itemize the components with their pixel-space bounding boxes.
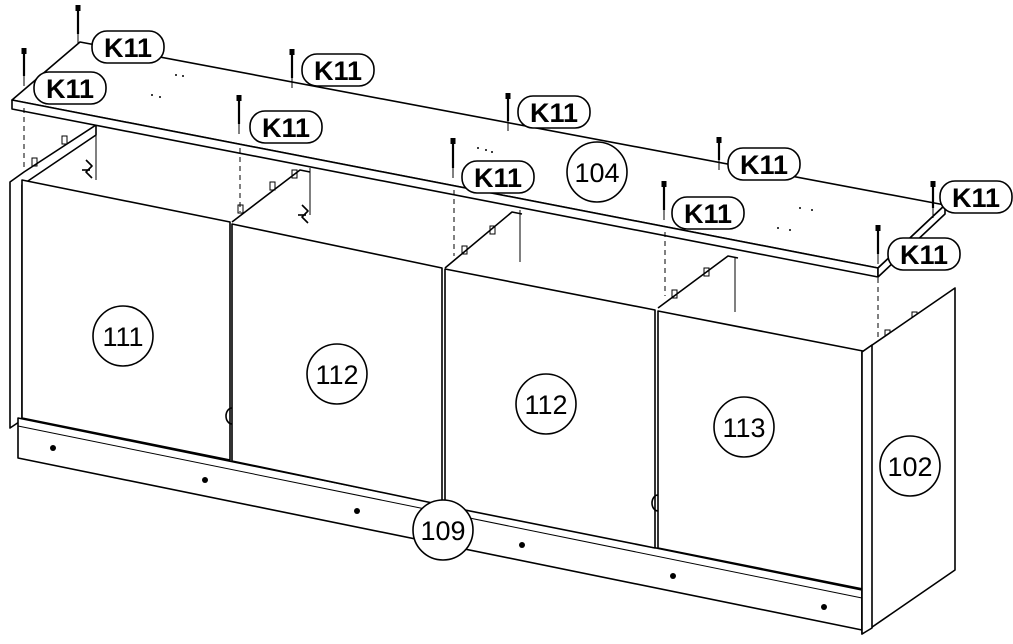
fastener-label-bubble bbox=[727, 147, 801, 181]
fastener-label-text: K11 bbox=[314, 56, 362, 86]
screw-icon bbox=[289, 49, 295, 55]
hinge-icon bbox=[298, 204, 309, 224]
screw-icon bbox=[450, 138, 456, 144]
fastener-label-text: K11 bbox=[474, 163, 522, 193]
fastener-label-bubble bbox=[91, 30, 165, 64]
fastener-label-bubble bbox=[249, 110, 323, 144]
fastener-label-bubble bbox=[671, 196, 745, 230]
screw-icon bbox=[875, 225, 881, 231]
fastener-label-text: K11 bbox=[530, 98, 578, 128]
svg-text:109: 109 bbox=[420, 516, 465, 546]
fastener-label-text: K11 bbox=[262, 113, 310, 143]
screw-icon bbox=[21, 48, 27, 54]
fastener-label-bubble bbox=[517, 95, 591, 129]
fastener-label-text: K11 bbox=[684, 199, 732, 229]
svg-text:104: 104 bbox=[574, 158, 619, 188]
fastener-label-text: K11 bbox=[900, 240, 948, 270]
alignment-lines bbox=[23, 108, 879, 340]
fastener-label-text: K11 bbox=[740, 150, 788, 180]
screw-icon bbox=[236, 95, 242, 101]
svg-text:102: 102 bbox=[887, 452, 932, 482]
fastener-label-bubble bbox=[461, 160, 535, 194]
svg-text:112: 112 bbox=[524, 390, 567, 420]
left-side-panel bbox=[9, 124, 97, 429]
fastener-k11: K11 bbox=[236, 95, 323, 144]
fastener-label-bubble bbox=[887, 237, 961, 271]
part-label-door-left: 111 bbox=[92, 305, 154, 367]
screw-icon bbox=[716, 137, 722, 143]
fastener-k11: K11 bbox=[21, 48, 107, 105]
svg-text:113: 113 bbox=[722, 413, 765, 443]
fastener-k11: K11 bbox=[716, 137, 801, 181]
fastener-label-text: K11 bbox=[952, 183, 1000, 213]
fastener-k11: K11 bbox=[450, 138, 535, 194]
part-label-side: 102 bbox=[879, 435, 941, 497]
screw-icon bbox=[505, 93, 511, 99]
screw-icon bbox=[75, 5, 81, 11]
fastener-k11: K11 bbox=[930, 180, 1013, 218]
svg-text:111: 111 bbox=[102, 322, 143, 352]
fastener-k11: K11 bbox=[505, 93, 591, 131]
fastener-label-text: K11 bbox=[104, 33, 152, 63]
fastener-k11: K11 bbox=[661, 181, 745, 230]
fastener-k11: K11 bbox=[289, 49, 375, 88]
part-label-top: 104 bbox=[566, 141, 628, 203]
hinge-icon bbox=[82, 159, 93, 179]
part-label-door-right: 113 bbox=[713, 396, 775, 458]
part-callouts: 104 111 112 112 113 102 109 bbox=[92, 141, 941, 561]
fastener-label-bubble bbox=[939, 180, 1013, 214]
part-label-door-mid-right: 112 bbox=[515, 373, 577, 435]
screw-icon bbox=[930, 181, 936, 187]
svg-text:112: 112 bbox=[315, 360, 358, 390]
part-label-door-mid-left: 112 bbox=[306, 343, 368, 405]
fastener-label-bubble bbox=[301, 53, 375, 87]
screw-icon bbox=[661, 181, 667, 187]
fastener-label-text: K11 bbox=[46, 74, 94, 104]
fastener-k11: K11 bbox=[875, 225, 961, 271]
part-label-plinth: 109 bbox=[412, 499, 474, 561]
fastener-label-bubble bbox=[33, 71, 107, 105]
plinth-holes bbox=[50, 445, 827, 610]
fastener-k11: K11 bbox=[75, 5, 165, 64]
